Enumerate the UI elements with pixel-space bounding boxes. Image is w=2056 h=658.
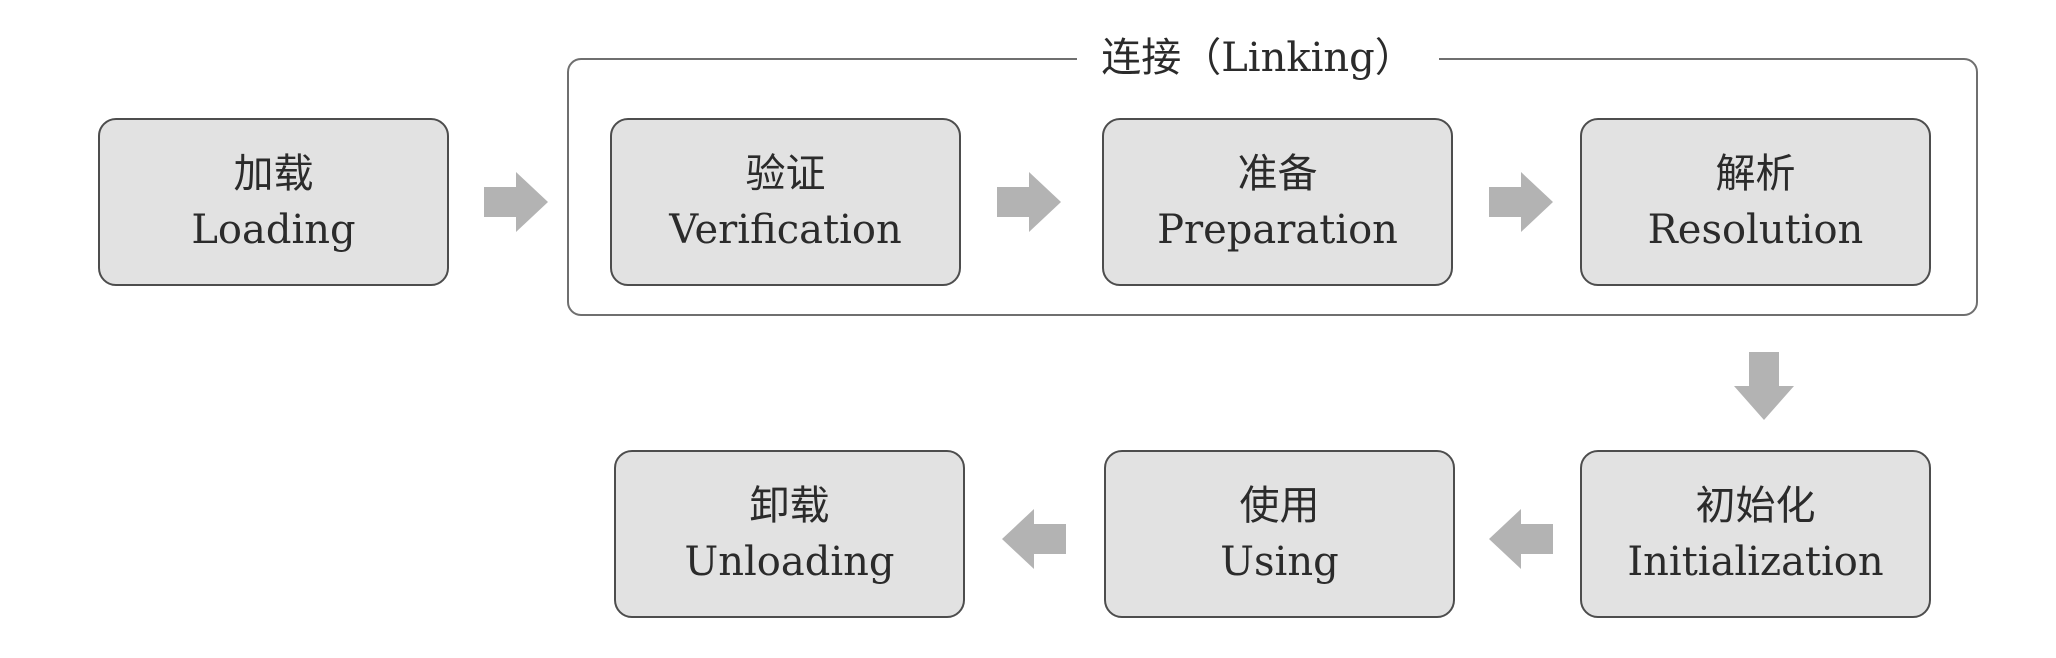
stage-loading-en: Loading [191, 207, 356, 253]
linking-group-title: 连接（Linking） [1077, 30, 1439, 86]
stage-unloading-zh: 卸载 [749, 483, 830, 529]
arrow-left-icon [1002, 509, 1066, 569]
stage-unloading: 卸载 Unloading [614, 450, 965, 618]
stage-resolution-en: Resolution [1647, 207, 1864, 253]
stage-using: 使用 Using [1104, 450, 1455, 618]
stage-preparation-en: Preparation [1157, 207, 1398, 253]
stage-initialization-en: Initialization [1627, 539, 1884, 585]
stage-preparation-zh: 准备 [1237, 151, 1318, 197]
stage-resolution: 解析 Resolution [1580, 118, 1931, 286]
stage-verification-en: Verification [669, 207, 902, 253]
stage-verification: 验证 Verification [610, 118, 961, 286]
arrow-down-icon [1734, 352, 1794, 420]
stage-initialization: 初始化 Initialization [1580, 450, 1931, 618]
stage-using-zh: 使用 [1239, 483, 1320, 529]
arrow-right-icon [484, 172, 548, 232]
stage-using-en: Using [1220, 539, 1339, 585]
stage-initialization-zh: 初始化 [1695, 483, 1816, 529]
stage-resolution-zh: 解析 [1715, 151, 1796, 197]
stage-loading-zh: 加载 [233, 151, 314, 197]
arrow-left-icon [1489, 509, 1553, 569]
stage-unloading-en: Unloading [684, 539, 895, 585]
arrow-right-icon [997, 172, 1061, 232]
stage-preparation: 准备 Preparation [1102, 118, 1453, 286]
stage-loading: 加载 Loading [98, 118, 449, 286]
stage-verification-zh: 验证 [745, 151, 826, 197]
arrow-right-icon [1489, 172, 1553, 232]
